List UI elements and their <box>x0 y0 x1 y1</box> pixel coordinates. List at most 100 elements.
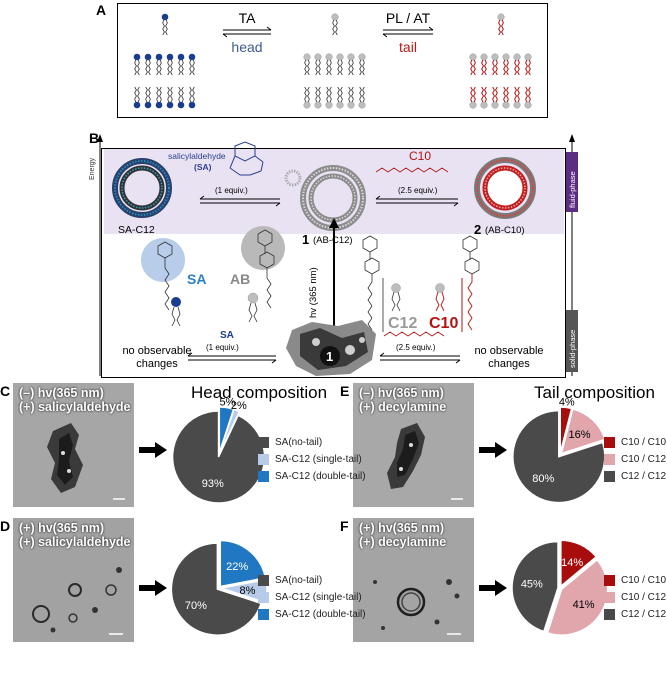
head-composition-title: Head composition <box>191 383 328 402</box>
legend-swatch <box>604 575 615 586</box>
two-five-equiv-label: (2.5 equiv.) <box>398 186 438 195</box>
micrograph-c-line1: (–) hv(365 nm) <box>19 386 104 400</box>
legend-swatch <box>258 609 269 620</box>
legend-swatch <box>604 437 615 448</box>
arrow-f-icon <box>479 580 507 596</box>
pie-slice-e-2 <box>512 409 606 504</box>
one-equiv-label: (1 equiv.) <box>215 186 248 195</box>
vesicle-2-name: (AB-C10) <box>485 225 525 236</box>
arrow-label-pl-at: PL / AT <box>386 10 431 26</box>
micrograph-f-line1: (+) hv(365 nm) <box>359 521 445 535</box>
pie-label-f-2: 45% <box>521 579 543 591</box>
pie-label-e-0: 4% <box>559 396 575 408</box>
micrograph-d: (+) hv(365 nm) (+) salicylaldehyde <box>13 518 134 642</box>
energy-axis-label: Energy <box>89 157 96 180</box>
sa-highlight-circle <box>141 238 185 282</box>
panel-label-e: E <box>340 383 350 399</box>
legend-e-item-1: C10 / C12 <box>621 454 667 465</box>
panel-b-diagram: Energy fluid-phase solid-phase SA-C12 sa… <box>89 134 578 376</box>
arrow-label-head: head <box>231 39 262 55</box>
sa-big-label: SA <box>187 271 206 287</box>
legend-swatch <box>258 437 269 448</box>
legend-e: C10 / C10 C10 / C12 C12 / C12 <box>604 434 666 485</box>
sa-arrow-equiv: (1 equiv.) <box>206 343 239 352</box>
legend-swatch <box>258 592 269 603</box>
panel-a-frame <box>117 3 548 118</box>
panel-label-c: C <box>0 383 11 399</box>
arrow-d-icon <box>139 580 167 596</box>
pie-label-c-2: 5% <box>219 397 235 409</box>
c10-chain-icon <box>375 167 449 173</box>
legend-d-item-2: SA-C12 (double-tail) <box>275 609 366 620</box>
solid-phase-tag: solid-phase <box>568 330 577 368</box>
fluid-phase-tag: fluid-phase <box>568 171 577 208</box>
legend-swatch <box>258 454 269 465</box>
pie-chart-d: 22%8%70% <box>170 539 268 636</box>
micrograph-e: (–) hv(365 nm) (+) decylamine <box>353 383 474 507</box>
aggregate-number: 1 <box>326 349 333 364</box>
pie-slice-f-1 <box>546 558 609 636</box>
micrograph-d-line1: (+) hv(365 nm) <box>19 521 105 535</box>
legend-swatch <box>604 592 615 603</box>
micrograph-f: (+) hv(365 nm) (+) decylamine <box>353 518 474 642</box>
sa-molecule-icon <box>229 141 264 176</box>
legend-f: C10 / C10 C10 / C12 C12 / C12 <box>604 572 666 623</box>
legend-d-item-1: SA-C12 (single-tail) <box>275 592 362 603</box>
pie-slice-f-0 <box>560 539 598 588</box>
legend-d-item-0: SA(no-tail) <box>275 575 323 586</box>
right-arrow-equiv: (2.5 equiv.) <box>396 343 436 352</box>
c10-big-label: C10 <box>429 315 458 332</box>
vesicle-ab-c10 <box>474 157 536 219</box>
pie-label-f-0: 14% <box>561 557 583 569</box>
legend-c: SA(no-tail) SA-C12 (single-tail) SA-C12 … <box>258 434 366 485</box>
legend-c-item-1: SA-C12 (single-tail) <box>275 454 362 465</box>
legend-c-item-2: SA-C12 (double-tail) <box>275 471 366 482</box>
legend-swatch <box>604 609 615 620</box>
pie-chart-f: 14% 41% 45% <box>511 539 609 636</box>
vesicle-ab-c12 <box>300 165 366 231</box>
micrograph-d-line2: (+) salicylaldehyde <box>19 535 131 549</box>
sa-c12-label: SA-C12 <box>118 224 155 236</box>
panel-label-b: B <box>89 130 100 146</box>
legend-f-item-1: C10 / C12 <box>621 592 667 603</box>
legend-swatch <box>258 575 269 586</box>
pie-slice-d-2 <box>219 539 267 588</box>
arrow-e-icon <box>479 442 507 458</box>
pie-slice-d-0 <box>170 542 263 636</box>
micrograph-c-line2: (+) salicylaldehyde <box>19 400 131 414</box>
micrograph-e-line2: (+) decylamine <box>359 400 447 414</box>
arrow-c-icon <box>139 442 167 458</box>
panel-label-f: F <box>340 518 349 534</box>
legend-e-item-2: C12 / C12 <box>621 471 667 482</box>
solid-aggregate <box>286 320 376 376</box>
c12-big-label: C12 <box>388 315 417 332</box>
arrow-label-ta: TA <box>239 10 257 26</box>
micrograph-c: (–) hv(365 nm) (+) salicylaldehyde <box>13 383 134 507</box>
no-changes-right: no observable changes <box>474 345 544 370</box>
panel-label-a: A <box>96 2 107 18</box>
pie-label-e-2: 80% <box>532 473 554 485</box>
legend-swatch <box>258 471 269 482</box>
c10-label: C10 <box>409 149 431 163</box>
legend-e-item-0: C10 / C10 <box>621 437 667 448</box>
legend-d: SA(no-tail) SA-C12 (single-tail) SA-C12 … <box>258 572 366 623</box>
panel-b-frame <box>101 148 566 378</box>
pie-label-c-0: 93% <box>202 478 224 490</box>
pie-chart-c: 5%2% 93% <box>171 397 266 504</box>
legend-swatch <box>604 454 615 465</box>
micrograph-e-line1: (–) hv(365 nm) <box>359 386 444 400</box>
pie-chart-e: 4%16%80% <box>512 396 607 504</box>
pie-label-f-1: 41% <box>573 599 595 611</box>
pie-label-c-1: 2% <box>231 400 247 412</box>
ab-big-label: AB <box>230 271 250 287</box>
vesicle-1-name: (AB-C12) <box>313 235 353 246</box>
salicylaldehyde-label: salicylaldehyde <box>168 151 226 161</box>
pie-label-d-0: 70% <box>185 600 207 612</box>
legend-swatch <box>604 471 615 482</box>
legend-f-item-2: C12 / C12 <box>621 609 667 620</box>
panel-label-d: D <box>0 518 11 534</box>
sa-abbrev-label: (SA) <box>194 162 212 172</box>
hv-label: hv (365 nm) <box>308 267 319 318</box>
pie-label-d-1: 8% <box>240 585 256 597</box>
legend-c-item-0: SA(no-tail) <box>275 437 323 448</box>
